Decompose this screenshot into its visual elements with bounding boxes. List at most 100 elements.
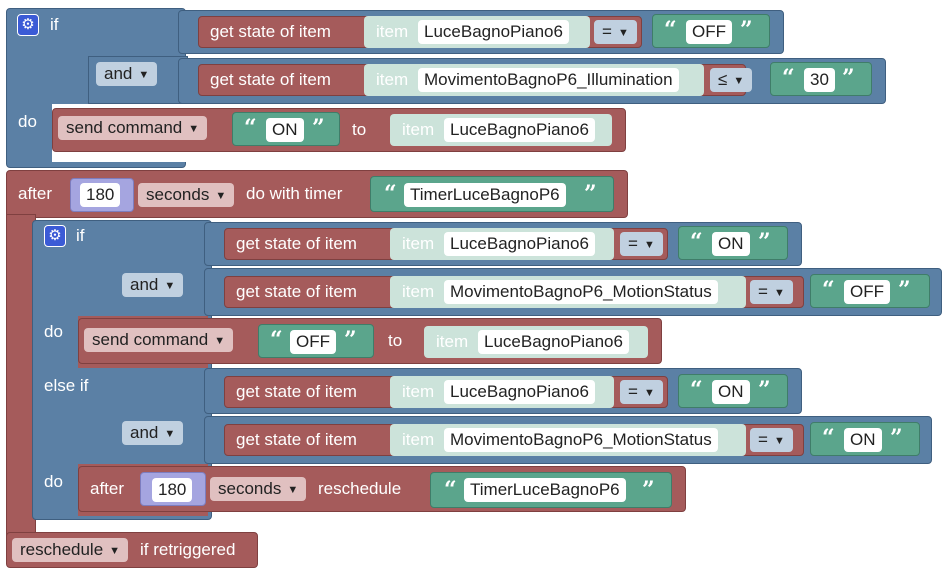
open-quote-icon: “ xyxy=(822,425,835,451)
item-keyword: item xyxy=(376,70,409,89)
close-quote-icon: ” xyxy=(642,477,655,503)
open-quote-icon: “ xyxy=(244,115,257,141)
timer-name-field[interactable]: TimerLuceBagnoP6 xyxy=(464,478,626,502)
seconds-number-field[interactable]: 180 xyxy=(152,478,193,502)
item-name-field[interactable]: LuceBagnoPiano6 xyxy=(444,118,595,142)
open-quote-icon: “ xyxy=(444,477,457,503)
operator-label: = xyxy=(628,382,638,401)
open-quote-icon: “ xyxy=(822,277,835,303)
operator-label: = xyxy=(628,234,638,253)
open-quote-icon: “ xyxy=(384,181,397,207)
else-if-keyword: else if xyxy=(44,376,89,395)
dropdown-arrow-icon: ▼ xyxy=(617,27,629,39)
retrigger-mode-label: reschedule xyxy=(20,540,104,559)
text-value-field[interactable]: ON xyxy=(844,428,882,452)
item-keyword: item xyxy=(402,430,435,449)
dropdown-arrow-icon: ▼ xyxy=(287,484,299,496)
dropdown-arrow-icon: ▼ xyxy=(188,123,200,135)
close-quote-icon: ” xyxy=(584,181,597,207)
operator-dropdown[interactable]: =▼ xyxy=(620,232,663,256)
item-keyword: item xyxy=(376,22,409,41)
send-command-dropdown[interactable]: send command▼ xyxy=(84,328,234,352)
unit-dropdown[interactable]: seconds ▼ xyxy=(138,183,235,207)
get-state-label: get state of item xyxy=(236,430,357,449)
gear-icon[interactable]: ⚙ xyxy=(17,14,39,36)
operator-label: = xyxy=(758,430,768,449)
open-quote-icon: “ xyxy=(664,17,677,43)
unit-label: seconds xyxy=(146,185,210,204)
item-keyword: item xyxy=(436,332,469,351)
and-dropdown[interactable]: and▼ xyxy=(122,421,184,445)
and-label: and xyxy=(130,275,159,294)
text-value-field[interactable]: OFF xyxy=(686,20,732,44)
dropdown-arrow-icon: ▼ xyxy=(773,435,785,447)
text-value-field[interactable]: ON xyxy=(712,380,750,404)
open-quote-icon: “ xyxy=(782,65,795,91)
unit-dropdown[interactable]: seconds ▼ xyxy=(210,477,307,501)
command-value-field[interactable]: OFF xyxy=(290,330,336,354)
get-state-label: get state of item xyxy=(236,234,357,253)
text-value-field[interactable]: OFF xyxy=(844,280,890,304)
do-keyword: do xyxy=(44,472,63,491)
and-label: and xyxy=(130,423,159,442)
item-keyword: item xyxy=(402,120,435,139)
send-command-label: send command xyxy=(66,118,183,137)
reschedule-label: reschedule xyxy=(318,479,402,498)
gear-icon[interactable]: ⚙ xyxy=(44,225,66,247)
open-quote-icon: “ xyxy=(270,327,283,353)
seconds-number-field[interactable]: 180 xyxy=(80,183,121,207)
item-name-field[interactable]: MovimentoBagnoP6_MotionStatus xyxy=(444,280,718,304)
operator-dropdown[interactable]: =▼ xyxy=(594,20,637,44)
dropdown-arrow-icon: ▼ xyxy=(215,190,227,202)
close-quote-icon: ” xyxy=(312,115,325,141)
open-quote-icon: “ xyxy=(690,377,703,403)
to-keyword: to xyxy=(388,331,403,350)
if-keyword: if xyxy=(76,226,85,245)
if-keyword: if xyxy=(50,15,59,34)
item-name-field[interactable]: LuceBagnoPiano6 xyxy=(444,232,595,256)
close-quote-icon: ” xyxy=(758,229,771,255)
item-name-field[interactable]: MovimentoBagnoP6_MotionStatus xyxy=(444,428,718,452)
item-keyword: item xyxy=(402,234,435,253)
and-dropdown[interactable]: and ▼ xyxy=(122,273,184,297)
operator-label: ≤ xyxy=(718,70,728,89)
get-state-label: get state of item xyxy=(210,70,331,89)
do-with-timer-label: do with timer xyxy=(246,184,343,203)
close-quote-icon: ” xyxy=(898,277,911,303)
dropdown-arrow-icon: ▼ xyxy=(643,239,655,251)
dropdown-arrow-icon: ▼ xyxy=(214,335,226,347)
unit-label: seconds xyxy=(218,479,282,498)
item-name-field[interactable]: MovimentoBagnoP6_Illumination xyxy=(418,68,679,92)
operator-dropdown[interactable]: =▼ xyxy=(620,380,663,404)
if-retriggered-label: if retriggered xyxy=(140,540,236,559)
dropdown-arrow-icon: ▼ xyxy=(109,545,121,557)
dropdown-arrow-icon: ▼ xyxy=(643,387,655,399)
operator-dropdown[interactable]: =▼ xyxy=(750,428,793,452)
text-value-field[interactable]: 30 xyxy=(804,68,835,92)
operator-dropdown[interactable]: ≤▼ xyxy=(710,68,753,92)
dropdown-arrow-icon: ▼ xyxy=(138,69,150,81)
close-quote-icon: ” xyxy=(842,65,855,91)
open-quote-icon: “ xyxy=(690,229,703,255)
dropdown-arrow-icon: ▼ xyxy=(773,287,785,299)
and-dropdown[interactable]: and▼ xyxy=(96,62,158,86)
item-name-field[interactable]: LuceBagnoPiano6 xyxy=(478,330,629,354)
dropdown-arrow-icon: ▼ xyxy=(164,280,176,292)
command-value-field[interactable]: ON xyxy=(266,118,304,142)
do-keyword: do xyxy=(44,322,63,341)
operator-dropdown[interactable]: =▼ xyxy=(750,280,793,304)
timer-name-field[interactable]: TimerLuceBagnoP6 xyxy=(404,183,566,207)
get-state-label: get state of item xyxy=(210,22,331,41)
do-keyword: do xyxy=(18,112,37,131)
close-quote-icon: ” xyxy=(740,17,753,43)
operator-label: = xyxy=(758,282,768,301)
dropdown-arrow-icon: ▼ xyxy=(733,75,745,87)
operator-label: = xyxy=(602,22,612,41)
text-value-field[interactable]: ON xyxy=(712,232,750,256)
item-name-field[interactable]: LuceBagnoPiano6 xyxy=(418,20,569,44)
item-name-field[interactable]: LuceBagnoPiano6 xyxy=(444,380,595,404)
close-quote-icon: ” xyxy=(758,377,771,403)
retrigger-mode-dropdown[interactable]: reschedule ▼ xyxy=(12,538,129,562)
close-quote-icon: ” xyxy=(890,425,903,451)
send-command-dropdown[interactable]: send command ▼ xyxy=(58,116,208,140)
